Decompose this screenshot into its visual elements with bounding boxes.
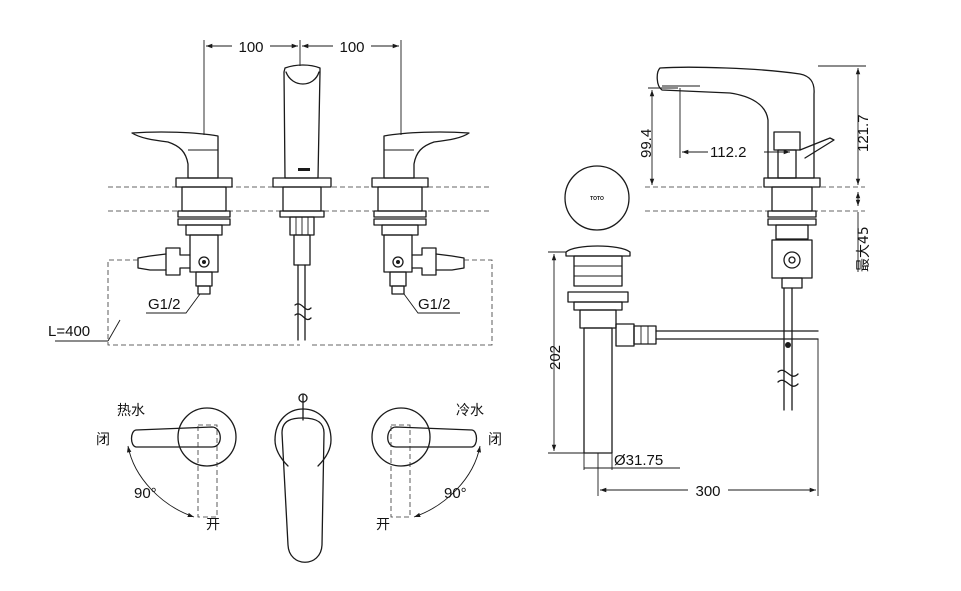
side-view: 99.4 112.2 121.7 最大45 TOTO xyxy=(547,65,872,500)
drain-length-label: 202 xyxy=(547,345,564,370)
max-thickness-label: 最大45 xyxy=(856,226,872,272)
drain-cap-plan: TOTO xyxy=(564,165,630,231)
dimension-rod-length: 300 xyxy=(597,339,819,500)
angle-right-label: 90° xyxy=(444,485,467,502)
center-spout xyxy=(272,64,332,341)
thread-left-label: G1/2 xyxy=(148,296,181,313)
hot-knob-plan: 热水 闭 90° 开 xyxy=(96,403,237,533)
angle-left-label: 90° xyxy=(134,485,157,502)
dimension-spout-reach: 112.2 xyxy=(679,88,790,161)
front-view: 100 100 xyxy=(48,36,493,346)
close-right-label: 闭 xyxy=(488,432,502,448)
hot-water-label: 热水 xyxy=(117,403,145,419)
right-handle xyxy=(371,131,470,295)
cold-water-label: 冷水 xyxy=(456,403,484,419)
hose-envelope: L=400 xyxy=(48,259,493,346)
brand-logo: TOTO xyxy=(590,196,604,202)
left-handle xyxy=(131,131,233,295)
close-left-label: 闭 xyxy=(96,432,110,448)
hose-length-label: L=400 xyxy=(48,323,90,340)
rod-length-label: 300 xyxy=(695,483,720,500)
drain-diameter-label: Ø31.75 xyxy=(614,452,663,469)
dimension-total-height: 121.7 xyxy=(818,65,872,185)
dimension-drain-length: 202 xyxy=(547,251,584,454)
drain-assembly xyxy=(565,245,819,454)
dimension-spacing: 100 100 xyxy=(203,36,402,135)
spacing-left-label: 100 xyxy=(238,39,263,56)
spacing-right-label: 100 xyxy=(339,39,364,56)
spout-plan xyxy=(274,393,332,563)
dimension-max-thickness: 最大45 xyxy=(855,192,872,272)
open-left-label: 开 xyxy=(206,517,220,533)
spout-reach-label: 112.2 xyxy=(710,144,746,161)
thread-callouts: G1/2 G1/2 xyxy=(146,293,460,314)
cold-knob-plan: 冷水 闭 90° 开 xyxy=(371,403,502,533)
open-right-label: 开 xyxy=(376,517,390,533)
dimension-drain-diameter: Ø31.75 xyxy=(583,452,680,470)
thread-right-label: G1/2 xyxy=(418,296,451,313)
total-height-label: 121.7 xyxy=(855,114,872,152)
spout-height-label: 99.4 xyxy=(638,129,655,158)
dimension-spout-height: 99.4 xyxy=(638,87,678,185)
plan-view: 热水 闭 90° 开 冷水 闭 90° 开 xyxy=(96,393,502,563)
